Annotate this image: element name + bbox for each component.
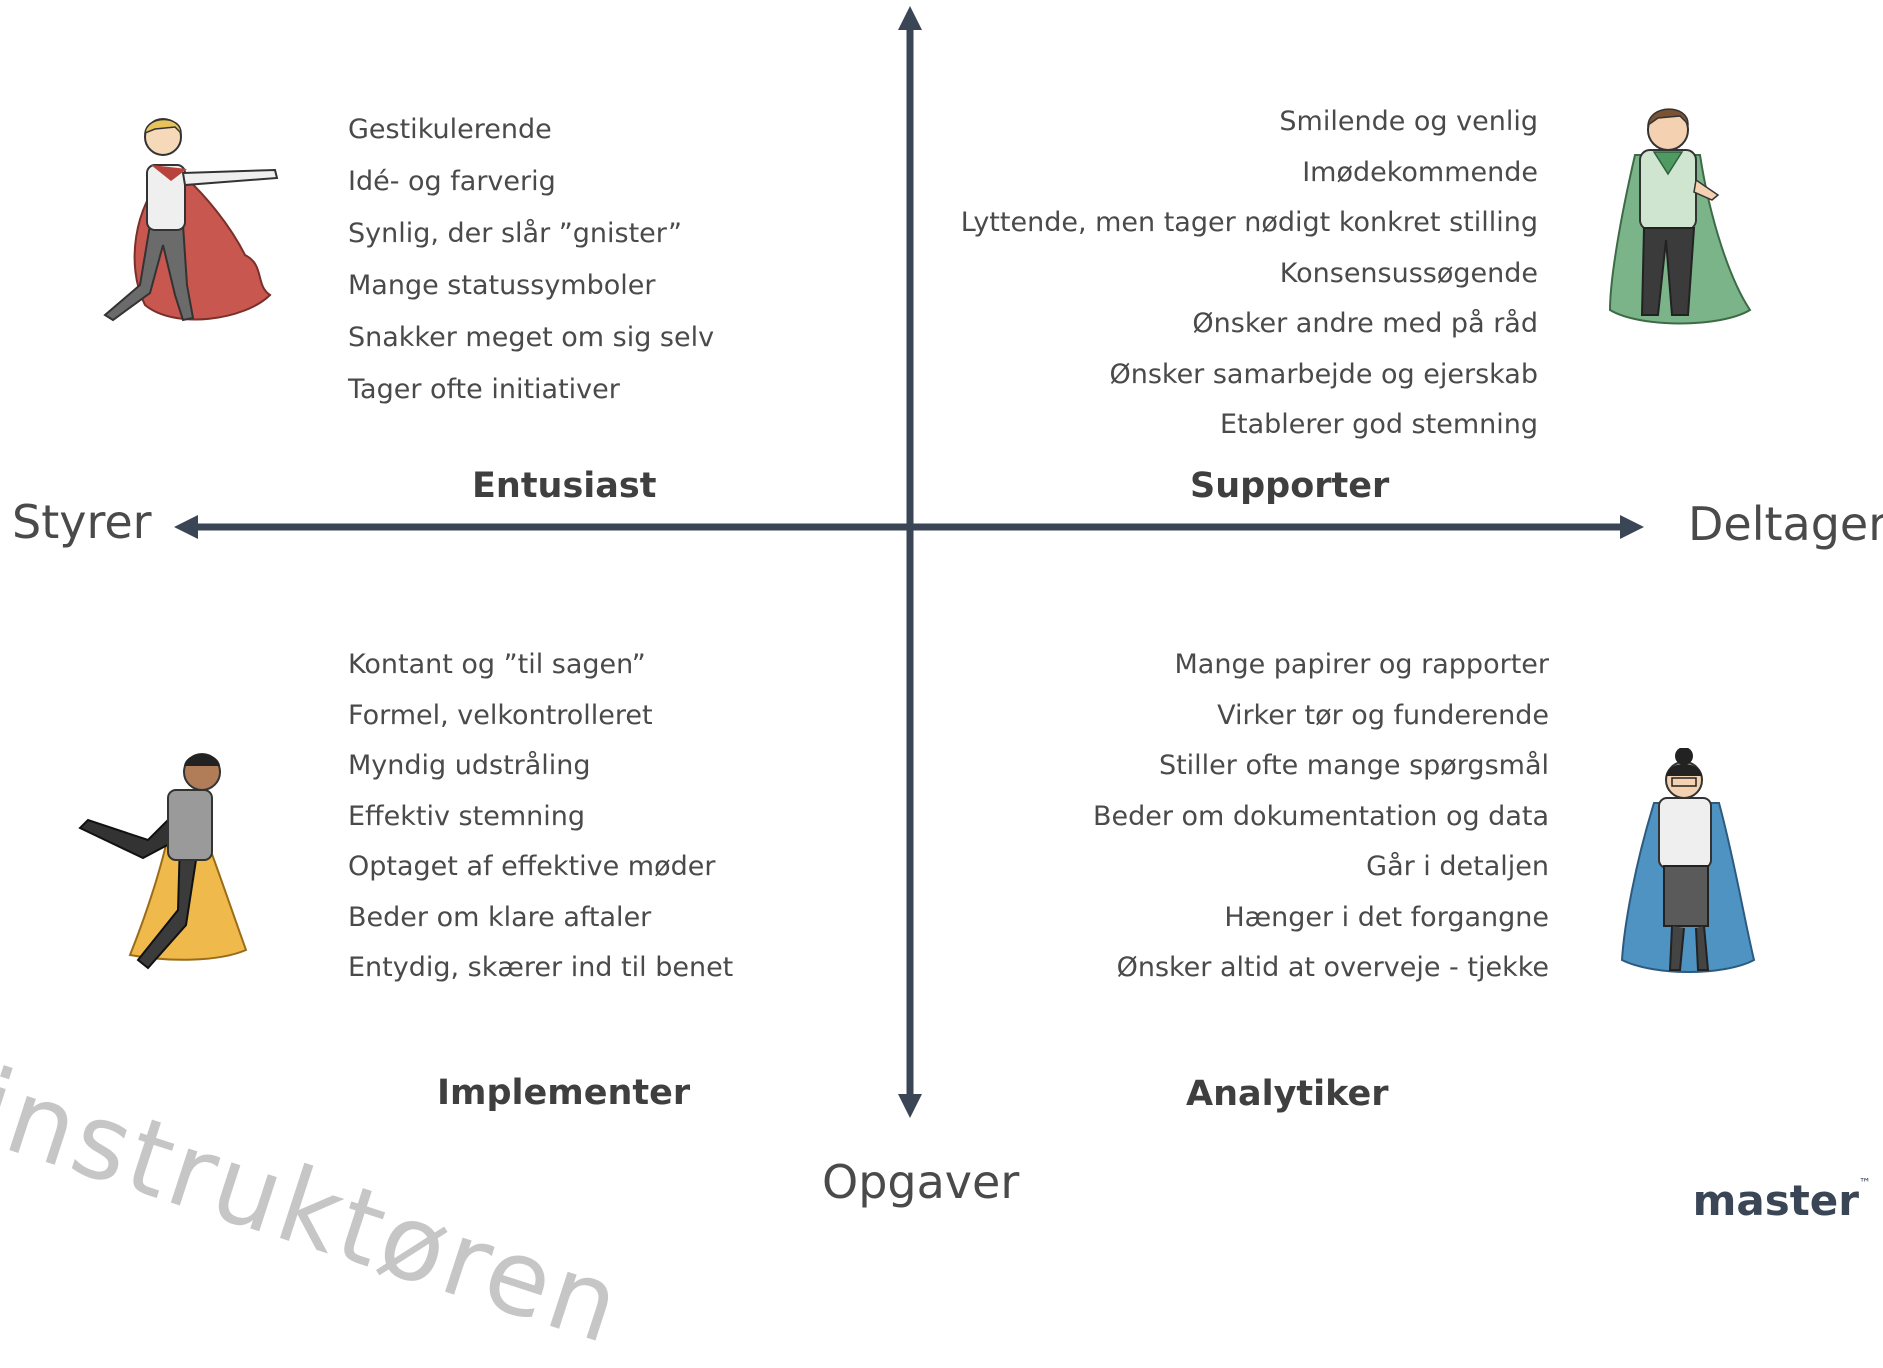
trait-item: Tager ofte initiativer (348, 374, 620, 405)
trademark-mark: ™ (1859, 1176, 1871, 1190)
trait-item: Hænger i det forgangne (1224, 901, 1549, 933)
trait-item: Entydig, skærer ind til benet (348, 952, 734, 983)
hero-figure-blue-cape (1620, 748, 1756, 973)
trait-item: Snakker meget om sig selv (348, 322, 715, 353)
trait-item: Ønsker andre med på råd (1192, 308, 1538, 339)
trait-item: Idé- og farverig (348, 166, 556, 197)
brand-name: master (1692, 1176, 1859, 1225)
traits-implementer: Kontant og ”til sagen” Formel, velkontro… (348, 640, 733, 994)
trait-item: Mange statussymboler (348, 270, 656, 301)
trait-item: Synlig, der slår ”gnister” (348, 218, 682, 249)
trait-item: Går i detaljen (1366, 851, 1549, 882)
trait-item: Smilende og venlig (1279, 106, 1538, 137)
trait-item: Stiller ofte mange spørgsmål (1158, 750, 1549, 781)
traits-entusiast: Gestikulerende Idé- og farverig Synlig, … (348, 104, 714, 416)
quadrant-title-analytiker: Analytiker (1186, 1074, 1389, 1114)
trait-item: Etablerer god stemning (1219, 409, 1538, 440)
trait-item: Beder om dokumentation og data (1092, 800, 1549, 832)
trait-item: Konsensussøgende (1279, 257, 1538, 289)
trait-item: Gestikulerende (348, 114, 552, 145)
vertical-axis-arrow-up (898, 6, 922, 30)
trait-item: Myndig udstråling (348, 750, 591, 781)
vertical-axis-arrow-down (898, 1094, 922, 1118)
quadrant-axes (174, 6, 1644, 1118)
axis-label-left: Styrer (12, 495, 152, 549)
trait-item: Formel, velkontrolleret (348, 699, 653, 731)
quadrant-title-supporter: Supporter (1190, 466, 1390, 506)
trait-item: Lyttende, men tager nødigt konkret still… (960, 207, 1538, 238)
horizontal-axis-arrow-right (1620, 515, 1644, 539)
hero-figure-green-cape (1608, 108, 1752, 325)
quadrant-title-entusiast: Entusiast (472, 466, 657, 506)
axis-label-bottom: Opgaver (822, 1155, 1020, 1209)
axis-label-right: Deltager (1688, 497, 1883, 551)
horizontal-axis-arrow-left (174, 515, 198, 539)
trait-item: Ønsker samarbejde og ejerskab (1109, 358, 1538, 390)
hero-figure-yellow-cape (78, 753, 248, 970)
trait-item: Virker tør og funderende (1217, 699, 1549, 731)
brand-logo: master™ (1693, 1176, 1871, 1225)
trait-item: Ønsker altid at overveje - tjekke (1116, 952, 1549, 983)
trait-item: Kontant og ”til sagen” (348, 649, 646, 680)
trait-item: Imødekommende (1302, 156, 1538, 188)
hero-figure-red-cape (103, 118, 279, 322)
trait-item: Mange papirer og rapporter (1174, 649, 1550, 680)
quadrant-title-implementer: Implementer (437, 1073, 691, 1113)
traits-analytiker: Mange papirer og rapporter Virker tør og… (1093, 640, 1549, 994)
trait-item: Optaget af effektive møder (348, 851, 716, 882)
trait-item: Beder om klare aftaler (348, 901, 652, 933)
traits-supporter: Smilende og venlig Imødekommende Lyttend… (961, 97, 1538, 451)
trait-item: Effektiv stemning (348, 800, 585, 832)
